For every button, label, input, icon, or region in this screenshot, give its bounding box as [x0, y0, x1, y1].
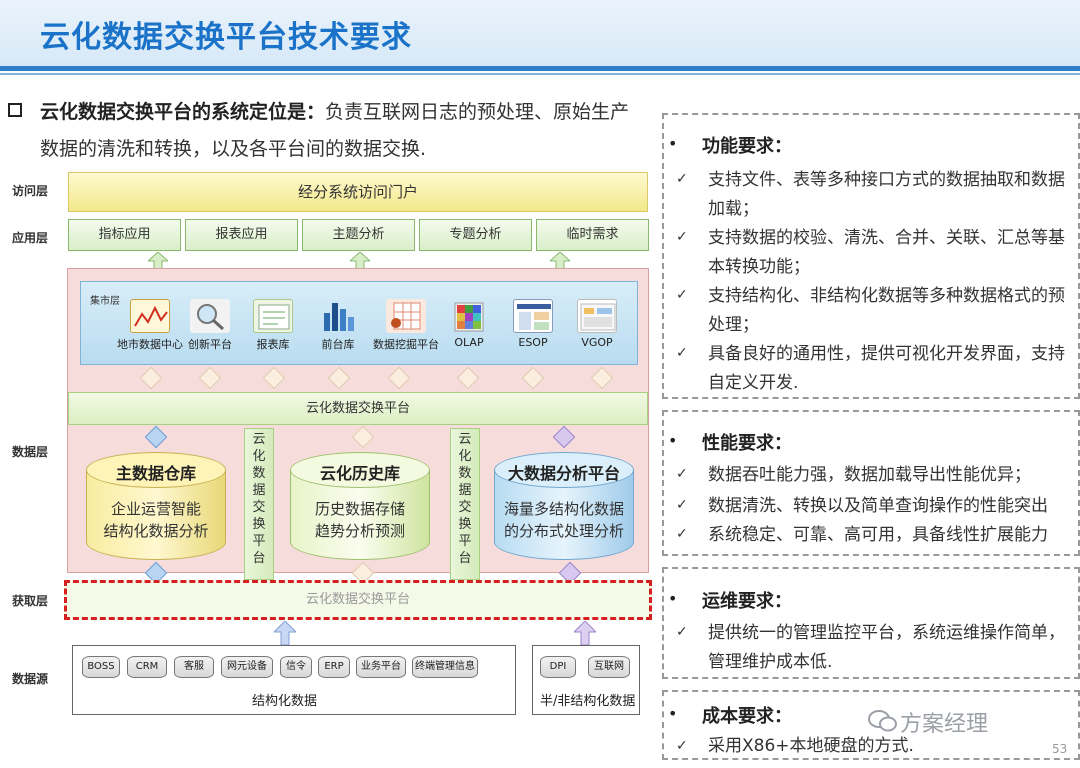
app-box: 主题分析: [302, 219, 415, 251]
check-icon: ✓: [676, 738, 688, 754]
app-box: 临时需求: [536, 219, 649, 251]
header-rule-thin: [0, 73, 1080, 75]
header-rule: [0, 66, 1080, 71]
mart-item: 报表库: [238, 299, 308, 352]
mining-icon: [386, 299, 426, 333]
app-box: 报表应用: [185, 219, 298, 251]
mart-item: 前台库: [303, 299, 373, 352]
requirement-item: 系统稳定、可靠、高可用，具备线性扩展能力: [708, 521, 1078, 550]
exchange-platform-mid: 云化数据交换平台: [68, 392, 648, 425]
exchange-platform-acquire: 云化数据交换平台: [64, 580, 652, 620]
layer-app: 应用层: [12, 229, 48, 246]
wechat-icon: [868, 708, 898, 734]
requirement-item: 具备良好的通用性，提供可视化开发界面，支持自定义开发.: [708, 340, 1078, 398]
source-db: 业务平台: [356, 656, 406, 678]
check-icon: ✓: [676, 526, 688, 542]
source-db: BOSS: [82, 656, 120, 678]
layer-acquire: 获取层: [12, 592, 48, 609]
panel-head: 成本要求：: [702, 702, 792, 728]
requirement-item: 提供统一的管理监控平台，系统运维操作简单，管理维护成本低.: [708, 619, 1078, 677]
intro-paragraph: 云化数据交换平台的系统定位是：负责互联网日志的预处理、原始生产 数据的清洗和转换…: [40, 94, 665, 168]
source-db: CRM: [127, 656, 167, 678]
report-icon: [253, 299, 293, 333]
dashboard-icon: [513, 299, 553, 333]
page-number: 53: [1052, 742, 1067, 756]
mart-item: 创新平台: [175, 299, 245, 352]
check-icon: ✓: [676, 624, 688, 640]
panel-head: 运维要求：: [702, 587, 792, 613]
bullet-dot-icon: •: [668, 431, 677, 450]
check-icon: ✓: [676, 345, 688, 361]
watermark: 方案经理: [900, 706, 988, 738]
bullet-dot-icon: •: [668, 704, 677, 723]
structured-label: 结构化数据: [252, 690, 317, 709]
source-db: 互联网: [588, 656, 630, 678]
exchange-vertical-left: 云化数据交换平台: [244, 428, 274, 580]
bullet-dot-icon: •: [668, 134, 677, 153]
intro-text-2: 数据的清洗和转换，以及各平台间的数据交换.: [40, 138, 426, 160]
bullet-dot-icon: •: [668, 589, 677, 608]
requirement-item: 采用X86+本地硬盘的方式.: [708, 732, 1078, 761]
store-bigdata-platform: 大数据分析平台 海量多结构化数据 的分布式处理分析: [494, 452, 634, 560]
up-arrow-icon: [274, 621, 296, 645]
source-db: 信令: [280, 656, 312, 678]
requirement-item: 支持结构化、非结构化数据等多种数据格式的预处理；: [708, 282, 1078, 340]
source-db: 客服: [174, 656, 214, 678]
page-title: 云化数据交换平台技术要求: [40, 12, 412, 56]
unstructured-label: 半/非结构化数据: [540, 690, 635, 709]
square-bullet-icon: [8, 103, 22, 117]
check-icon: ✓: [676, 466, 688, 482]
mart-item: VGOP: [562, 299, 632, 349]
store-main-warehouse: 主数据仓库 企业运营智能 结构化数据分析: [86, 452, 226, 560]
source-db: DPI: [540, 656, 576, 678]
intro-text-1: 负责互联网日志的预处理、原始生产: [325, 101, 629, 123]
portal-box: 经分系统访问门户: [68, 172, 648, 212]
requirement-item: 支持文件、表等多种接口方式的数据抽取和数据加载；: [708, 166, 1078, 224]
bar-chart-icon: [318, 299, 358, 333]
check-icon: ✓: [676, 229, 688, 245]
requirement-item: 支持数据的校验、清洗、合并、关联、汇总等基本转换功能；: [708, 224, 1078, 282]
layer-data: 数据层: [12, 443, 48, 460]
cube-icon: [449, 299, 489, 333]
check-icon: ✓: [676, 497, 688, 513]
store-history-db: 云化历史库 历史数据存储 趋势分析预测: [290, 452, 430, 560]
mart-item: ESOP: [498, 299, 568, 349]
app-box: 专题分析: [419, 219, 532, 251]
check-icon: ✓: [676, 171, 688, 187]
line-chart-icon: [130, 299, 170, 333]
source-db: 终端管理信息: [412, 656, 478, 678]
exchange-vertical-right: 云化数据交换平台: [450, 428, 480, 580]
requirement-item: 数据清洗、转换以及简单查询操作的性能突出: [708, 492, 1078, 521]
source-db: 网元设备: [221, 656, 273, 678]
check-icon: ✓: [676, 287, 688, 303]
panel-head: 性能要求：: [702, 429, 792, 455]
mart-item: OLAP: [434, 299, 504, 349]
panel-head: 功能要求：: [702, 132, 792, 158]
app-box: 指标应用: [68, 219, 181, 251]
layer-source: 数据源: [12, 670, 48, 687]
magnifier-icon: [190, 299, 230, 333]
window-icon: [577, 299, 617, 333]
mart-item: 数据挖掘平台: [371, 299, 441, 352]
layer-access: 访问层: [12, 182, 48, 199]
intro-lead: 云化数据交换平台的系统定位是：: [40, 101, 325, 123]
requirement-item: 数据吞吐能力强，数据加载导出性能优异；: [708, 461, 1078, 490]
source-db: ERP: [318, 656, 350, 678]
up-arrow-icon: [574, 621, 596, 645]
